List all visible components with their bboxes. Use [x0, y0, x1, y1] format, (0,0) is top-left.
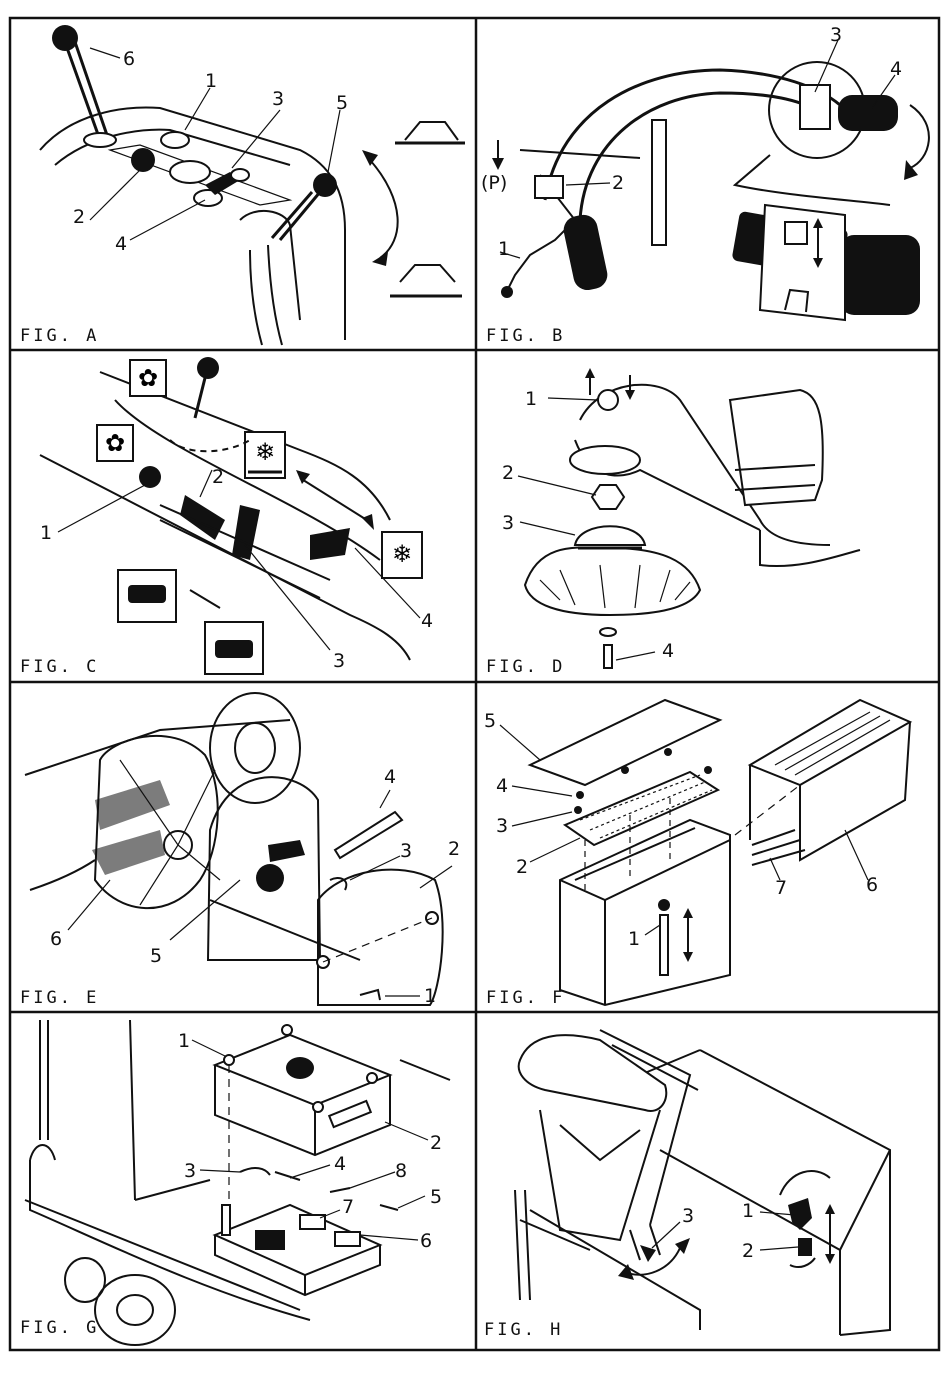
fig-h-callout-2: 2 — [742, 1240, 754, 1262]
fig-h-callout-3: 3 — [682, 1205, 694, 1227]
fig-h-callout-1: 1 — [742, 1200, 754, 1222]
fig-h-label: FIG. H — [484, 1320, 563, 1340]
